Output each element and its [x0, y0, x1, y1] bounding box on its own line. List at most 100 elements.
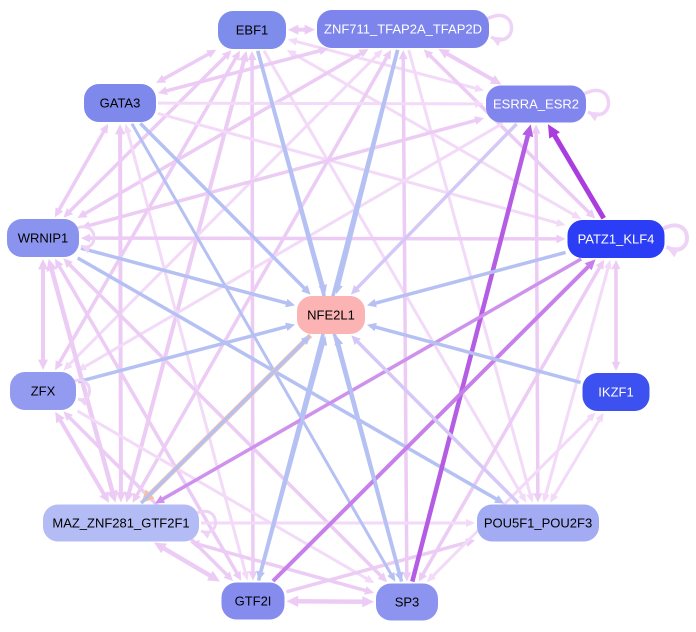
edge-PATZ1_KLF4-NFE2L1 — [372, 250, 567, 306]
edge-GATA3-PATZ1_KLF4 — [157, 111, 561, 226]
edge-arrowhead — [364, 575, 375, 584]
edge-EBF1-NFE2L1 — [256, 50, 326, 289]
edge-arrowhead — [286, 595, 299, 607]
node-WRNIP1[interactable]: WRNIP1 — [7, 219, 79, 257]
node-shape-IKZF1[interactable] — [582, 373, 650, 411]
edge-arrowhead — [54, 207, 64, 218]
hub-edges-layer — [77, 49, 582, 583]
node-ESRRA_ESR2[interactable]: ESRRA_ESR2 — [486, 85, 586, 123]
edge-arrowhead — [364, 586, 375, 595]
edge-ZNF711_TFAP2A_TFAP2D-MAZ_ZNF281_GTF2F1 — [133, 54, 390, 499]
edge-arrowhead — [124, 491, 134, 503]
edge-arrowhead — [287, 24, 299, 35]
node-shape-WRNIP1[interactable] — [7, 219, 79, 257]
edge-arrowhead — [377, 572, 388, 583]
node-PATZ1_KLF4[interactable]: PATZ1_KLF4 — [567, 220, 665, 258]
edge-arrowhead — [547, 124, 560, 139]
node-shape-POU5F1_POU2F3[interactable] — [477, 504, 599, 542]
edge-arrowhead — [201, 530, 212, 539]
edge-arrowhead — [556, 234, 566, 244]
edge-arrowhead — [358, 49, 369, 58]
node-NFE2L1[interactable]: NFE2L1 — [297, 296, 365, 334]
edge-arrowhead — [77, 209, 88, 218]
edge-arrowhead — [81, 233, 91, 243]
edge-GATA3-ZNF711_TFAP2A_TFAP2D — [163, 48, 324, 94]
node-ZNF711_TFAP2A_TFAP2D[interactable]: ZNF711_TFAP2A_TFAP2D — [317, 10, 489, 48]
edge-ZNF711_TFAP2A_TFAP2D-ESRRA_ESR2 — [443, 50, 497, 83]
edge-arrowhead — [301, 285, 311, 295]
edge-arrowhead — [588, 112, 600, 122]
edge-GTF2I-NFE2L1 — [256, 341, 326, 582]
edge-ZNF711_TFAP2A_TFAP2D-PATZ1_KLF4 — [426, 52, 593, 216]
edge-arrowhead — [300, 335, 311, 345]
node-ZFX[interactable]: ZFX — [10, 372, 76, 410]
edge-arrowhead — [124, 123, 132, 134]
edge-ZNF711_TFAP2A_TFAP2D-NFE2L1 — [336, 49, 400, 289]
node-shape-GTF2I[interactable] — [221, 582, 285, 620]
edge-GATA3-SP3 — [130, 122, 394, 578]
node-shape-SP3[interactable] — [376, 583, 438, 621]
node-EBF1[interactable]: EBF1 — [218, 11, 286, 49]
edge-arrowhead — [366, 322, 377, 332]
edge-arrowhead — [585, 209, 596, 219]
edge-PATZ1_KLF4-SP3 — [420, 263, 603, 578]
node-shape-MAZ_ZNF281_GTF2F1[interactable] — [43, 504, 199, 542]
edge-arrowhead — [491, 37, 503, 47]
edge-arrowhead — [157, 86, 168, 96]
edge-arrowhead — [63, 258, 73, 268]
edge-arrowhead — [402, 572, 412, 582]
edge-arrowhead — [555, 218, 566, 227]
edge-GATA3-WRNIP1 — [56, 128, 107, 213]
edge-MAZ_ZNF281_GTF2F1-NFE2L1 — [139, 338, 308, 505]
edge-arrowhead — [99, 123, 109, 134]
edge-MAZ_ZNF281_GTF2F1-GTF2I — [159, 544, 215, 580]
edge-SP3-NFE2L1 — [336, 341, 404, 583]
edge-ESRRA_ESR2-ZFX — [81, 122, 504, 370]
node-shape-ESRRA_ESR2[interactable] — [486, 85, 586, 123]
edge-arrowhead — [518, 492, 527, 503]
edge-arrowhead — [63, 411, 73, 421]
edge-EBF1-PATZ1_KLF4 — [291, 51, 577, 218]
node-shape-EBF1[interactable] — [218, 11, 286, 49]
node-shape-PATZ1_KLF4[interactable] — [567, 220, 665, 258]
edge-arrowhead — [604, 259, 612, 270]
node-IKZF1[interactable]: IKZF1 — [582, 373, 650, 411]
edge-arrowhead — [38, 259, 48, 270]
edge-arrowhead — [318, 335, 328, 346]
node-shape-ZFX[interactable] — [10, 372, 76, 410]
self-loop-ZNF711_TFAP2A_TFAP2D — [486, 13, 514, 42]
node-SP3[interactable]: SP3 — [376, 583, 438, 621]
edge-arrowhead — [666, 247, 680, 258]
edge-arrowhead — [418, 571, 427, 582]
edge-ESRRA_ESR2-WRNIP1 — [86, 117, 479, 228]
edge-arrowhead — [474, 84, 485, 93]
edge-arrowhead — [318, 284, 327, 295]
edge-GTF2I-POU5F1_POU2F3 — [285, 540, 470, 594]
edge-EBF1-GTF2I — [250, 56, 255, 575]
edge-EBF1-GATA3 — [160, 51, 212, 82]
node-GTF2I[interactable]: GTF2I — [221, 582, 285, 620]
edge-IKZF1-NFE2L1 — [372, 324, 582, 385]
node-shape-ZNF711_TFAP2A_TFAP2D[interactable] — [317, 10, 489, 48]
edge-arrowhead — [318, 46, 329, 56]
edge-arrowhead — [398, 49, 408, 60]
edge-arrowhead — [231, 50, 240, 61]
edge-arrowhead — [382, 49, 392, 60]
edge-arrowhead — [115, 492, 126, 503]
node-shape-GATA3[interactable] — [84, 84, 156, 122]
node-MAZ_ZNF281_GTF2F1[interactable]: MAZ_ZNF281_GTF2F1 — [43, 504, 199, 542]
edge-arrowhead — [426, 572, 437, 583]
edge-arrowhead — [489, 75, 502, 85]
edge-arrowhead — [474, 116, 485, 125]
edge-arrowhead — [351, 335, 361, 345]
edge-arrowhead — [611, 260, 621, 270]
edge-arrowhead — [63, 208, 74, 218]
edge-arrowhead — [285, 298, 296, 308]
node-GATA3[interactable]: GATA3 — [84, 84, 156, 122]
edge-arrowhead — [247, 50, 257, 61]
edge-arrowhead — [106, 489, 118, 503]
node-shape-NFE2L1[interactable] — [297, 296, 365, 334]
edge-arrowhead — [595, 412, 604, 423]
edge-arrowhead — [154, 495, 166, 504]
node-POU5F1_POU2F3[interactable]: POU5F1_POU2F3 — [477, 504, 599, 542]
